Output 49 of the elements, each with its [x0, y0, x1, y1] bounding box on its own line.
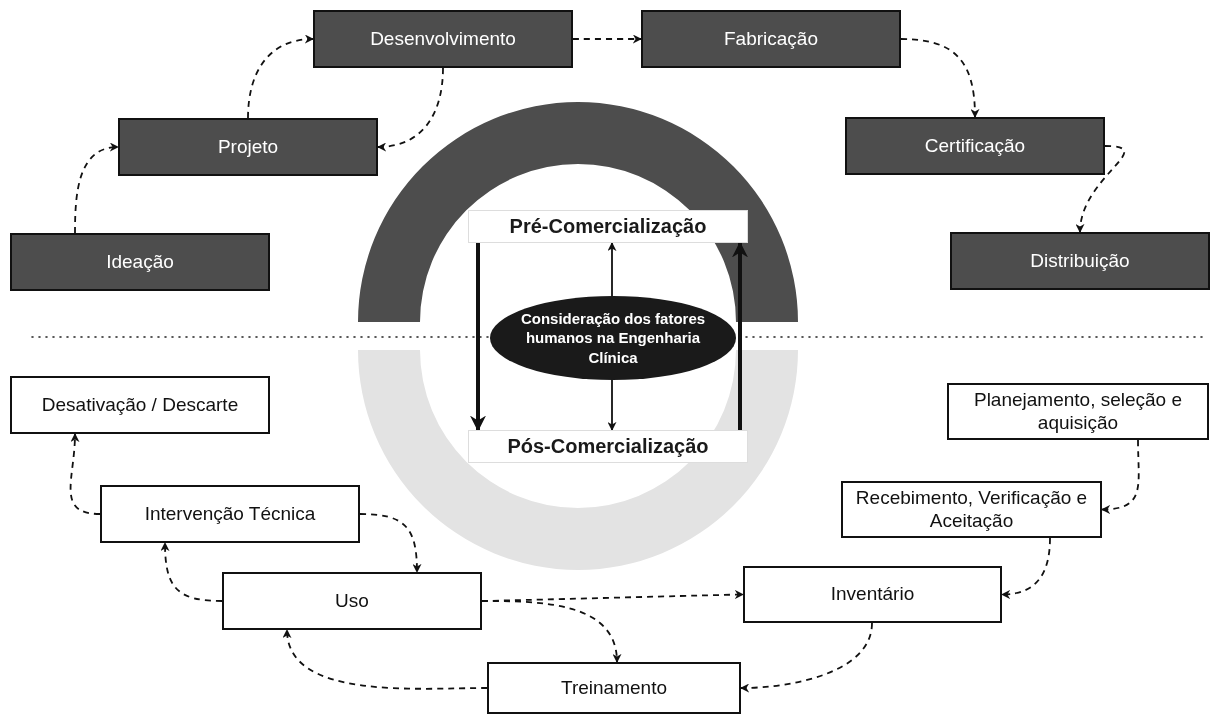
process-box [845, 117, 1105, 175]
phase-label-box [468, 430, 748, 463]
dashed-arrow [283, 629, 488, 690]
node-label: Ideação [106, 251, 174, 273]
process-box [487, 662, 741, 714]
node-label: Pós-Comercialização [507, 435, 709, 458]
node-label: Certificação [924, 135, 1026, 157]
node-label: Intervenção Técnica [144, 502, 316, 526]
node-label: Consideração dos fatores humanos na Engenharia Clínica [519, 308, 707, 368]
dashed-arrow [69, 433, 101, 515]
thick-arrow [470, 243, 486, 432]
arrow [607, 242, 617, 297]
node-label: Projeto [217, 136, 279, 158]
dashed-arrow [359, 513, 422, 573]
dashed-arrow [572, 34, 642, 44]
node-label: Desativação / Descarte [41, 393, 239, 417]
phase-label-box [468, 210, 748, 243]
node-label: Pré-Comercialização [509, 215, 707, 238]
process-box [10, 376, 270, 434]
process-box [743, 566, 1002, 623]
process-box [100, 485, 360, 543]
node-label: Desenvolvimento [370, 28, 516, 50]
arrow [607, 379, 617, 431]
dashed-arrow [481, 600, 621, 663]
node-label: Uso [335, 589, 369, 613]
process-box [841, 481, 1102, 538]
process-box [950, 232, 1210, 290]
dashed-arrow [247, 35, 314, 119]
dashed-arrow [377, 67, 444, 151]
node-label: Treinamento [561, 676, 667, 700]
node-label: Recebimento, Verificação e Aceitação [854, 486, 1089, 533]
process-box [641, 10, 901, 68]
dashed-arrow [1101, 439, 1140, 514]
process-box [222, 572, 482, 630]
process-box [947, 383, 1209, 440]
process-box [118, 118, 378, 176]
node-label: Inventário [830, 583, 915, 606]
dashed-arrow [74, 143, 119, 234]
node-label: Distribuição [1030, 250, 1130, 272]
thick-arrow [732, 241, 748, 430]
process-box [313, 10, 573, 68]
dashed-arrow [740, 622, 873, 693]
dashed-arrow [1001, 537, 1051, 599]
dashed-arrow [1076, 145, 1126, 233]
dashed-arrow [900, 38, 980, 118]
process-box [10, 233, 270, 291]
node-label: Planejamento, seleção e aquisição [972, 388, 1184, 435]
node-label: Fabricação [724, 28, 818, 50]
dashed-arrow [160, 542, 223, 602]
